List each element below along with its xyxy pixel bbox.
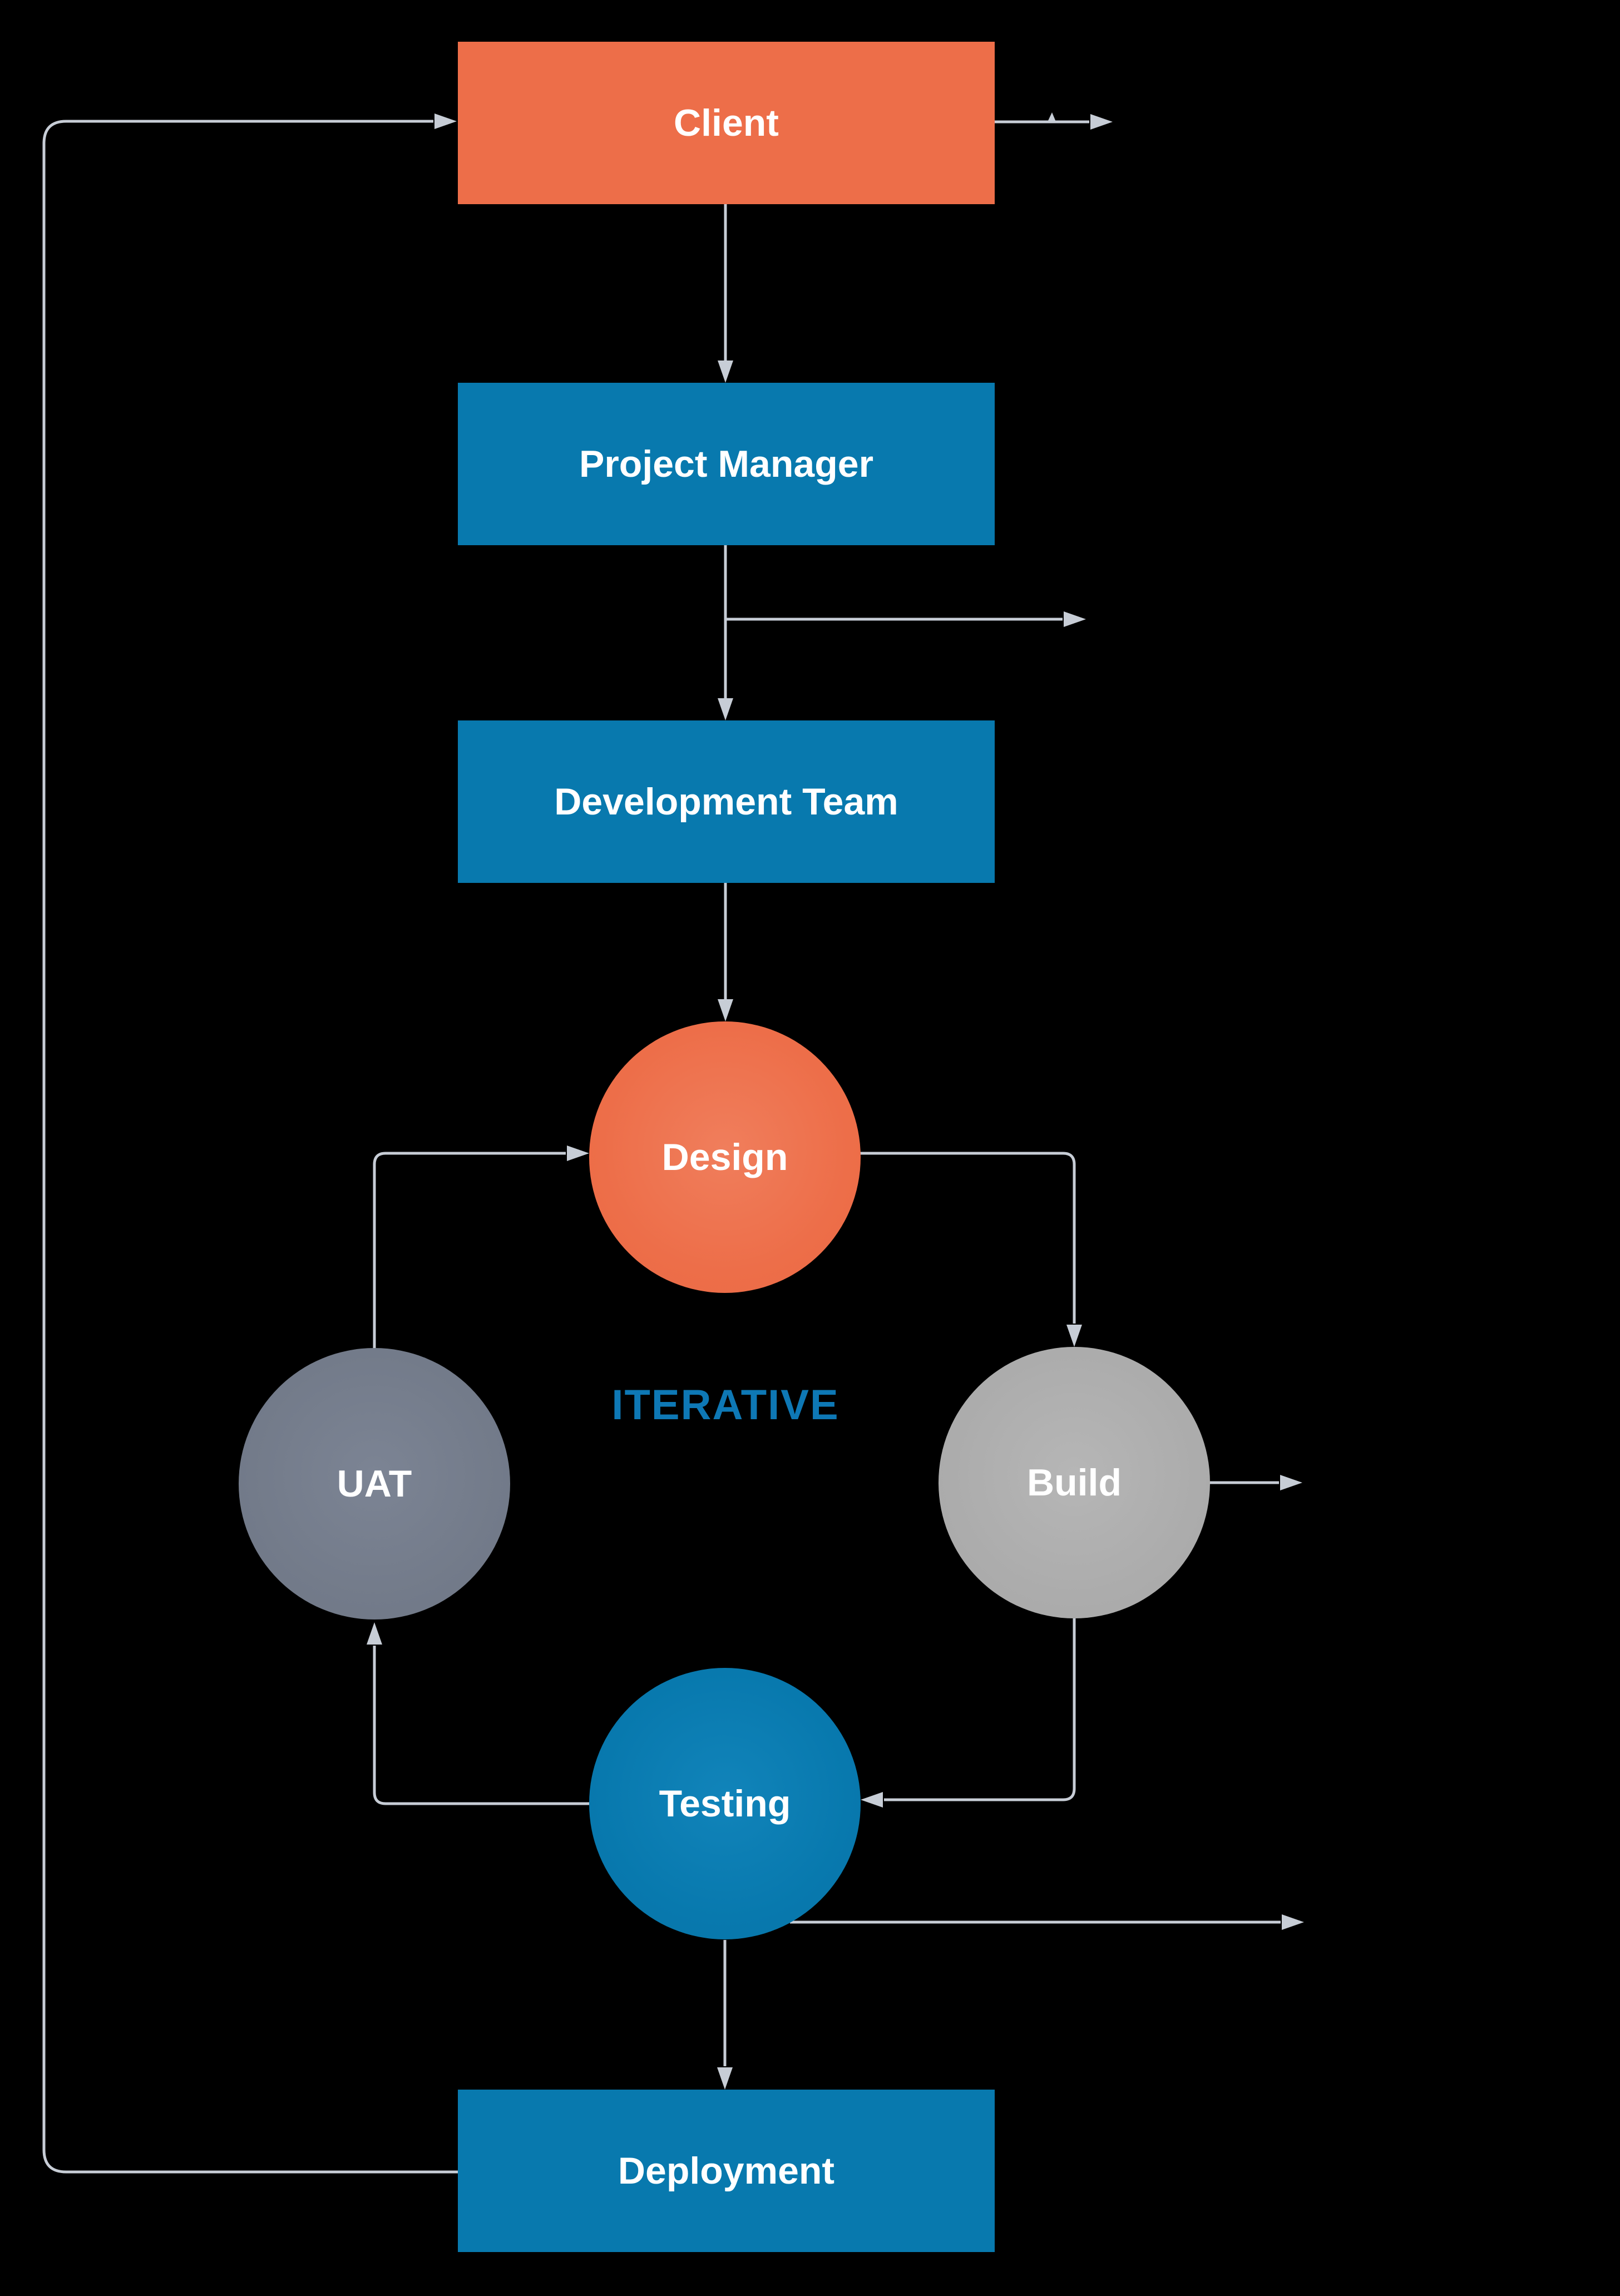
node-deployment: Deployment (458, 2090, 995, 2252)
connector-client-to-project-manager (718, 204, 733, 383)
node-design-label: Design (661, 1136, 788, 1178)
node-client-label: Client (674, 102, 779, 144)
connector-build-right (1210, 1475, 1302, 1490)
connector-project-manager-right-branch (725, 611, 1086, 627)
node-uat-label: UAT (337, 1463, 412, 1505)
node-development-team-label: Development Team (554, 781, 898, 823)
node-uat: UAT (239, 1348, 510, 1619)
arrowhead-into-client (434, 113, 457, 129)
connector-testing-to-deployment (717, 1940, 733, 2090)
node-project-manager: Project Manager (458, 383, 995, 545)
node-deployment-label: Deployment (618, 2150, 835, 2192)
connector-client-right (995, 112, 1113, 130)
connector-uat-to-design (373, 1145, 589, 1349)
node-testing-label: Testing (659, 1783, 791, 1825)
connector-testing-to-uat (367, 1622, 589, 1805)
arrow-tick (1047, 112, 1056, 123)
node-design: Design (589, 1021, 861, 1293)
connector-project-manager-to-development-team (718, 545, 733, 720)
connector-development-team-to-design (718, 883, 733, 1021)
node-project-manager-label: Project Manager (579, 443, 874, 485)
node-development-team: Development Team (458, 720, 995, 883)
connector-deployment-to-client (42, 113, 458, 2174)
connector-testing-right (790, 1914, 1304, 1930)
node-build-label: Build (1027, 1461, 1122, 1504)
connector-design-to-build (860, 1152, 1082, 1347)
iterative-label: ITERATIVE (611, 1381, 839, 1429)
connector-build-to-testing (861, 1618, 1076, 1808)
node-build: Build (939, 1347, 1210, 1618)
node-client: Client (458, 42, 995, 204)
node-testing: Testing (589, 1668, 861, 1939)
